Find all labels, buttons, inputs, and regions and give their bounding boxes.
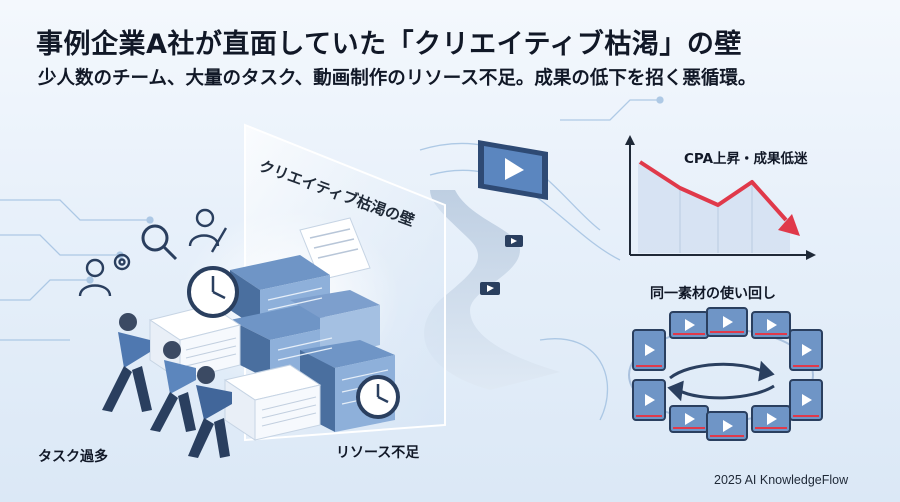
play-icon	[505, 158, 524, 180]
search-icon	[141, 224, 178, 261]
play-icon	[802, 344, 812, 356]
play-icon	[723, 316, 733, 328]
video-thumbnail	[706, 411, 748, 441]
video-thumbnail	[751, 405, 791, 433]
play-icon	[685, 413, 695, 425]
play-icon	[767, 413, 777, 425]
play-icon	[645, 344, 655, 356]
paper-stack-front	[148, 304, 322, 441]
floating-video-card	[478, 140, 548, 200]
task-overload-label: タスク過多	[38, 449, 108, 465]
video-thumbnail	[789, 329, 823, 371]
video-thumbnail	[632, 379, 666, 421]
clock-icon	[187, 266, 239, 318]
play-icon	[723, 420, 733, 432]
cpa-label: CPA上昇・成果低迷	[684, 151, 808, 167]
material-reuse-label: 同一素材の使い回し	[650, 286, 776, 302]
page-subtitle: 少人数のチーム、大量のタスク、動画制作のリソース不足。成果の低下を招く悪循環。	[38, 68, 757, 89]
user-gear-icon	[78, 253, 131, 297]
video-thumbnail	[632, 329, 666, 371]
play-icon	[767, 319, 777, 331]
credit-text: 2025 AI KnowledgeFlow	[714, 473, 849, 487]
play-icon	[802, 394, 812, 406]
video-thumbnails	[632, 307, 823, 441]
page-title: 事例企業A社が直面していた「クリエイティブ枯渇」の壁	[36, 29, 742, 60]
clock-icon	[356, 375, 400, 419]
cpa-chart	[625, 135, 816, 260]
video-thumbnail	[669, 311, 709, 339]
video-thumbnail	[789, 379, 823, 421]
video-thumbnail	[751, 311, 791, 339]
video-thumbnail	[669, 405, 709, 433]
cycle-arrows-icon	[667, 360, 775, 402]
resource-shortage-label: リソース不足	[336, 445, 420, 461]
play-icon	[645, 394, 655, 406]
people-pushing	[102, 313, 232, 458]
document-stack-back	[299, 217, 371, 281]
trend-down-arrow	[638, 160, 788, 222]
winding-path	[424, 190, 560, 390]
path-video-icons	[480, 235, 523, 295]
play-icon	[685, 319, 695, 331]
video-thumbnail	[706, 307, 748, 337]
user-pencil-icon	[188, 208, 228, 253]
